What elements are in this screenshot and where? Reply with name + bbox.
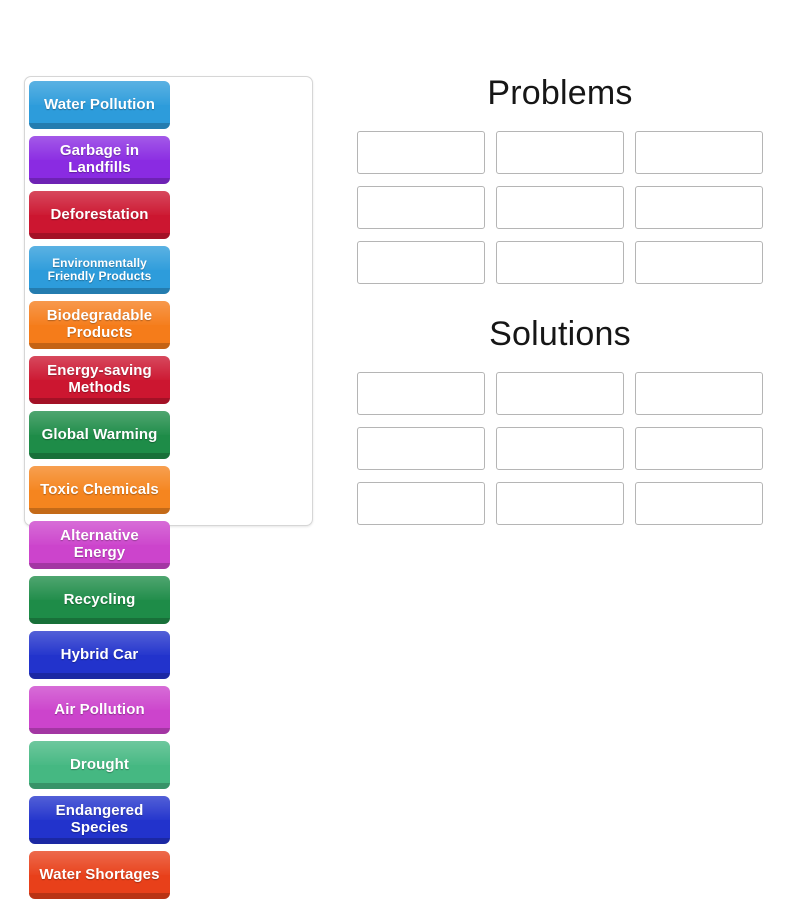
word-tile-label: Global Warming xyxy=(41,425,158,443)
dropzone[interactable] xyxy=(496,427,624,470)
word-tile[interactable]: Water Pollution xyxy=(29,81,170,129)
dropzone[interactable] xyxy=(357,372,485,415)
dropzone[interactable] xyxy=(635,241,763,284)
word-tile[interactable]: Biodegradable Products xyxy=(29,301,170,349)
dropzone[interactable] xyxy=(496,241,624,284)
word-tile[interactable]: Deforestation xyxy=(29,191,170,239)
word-tile-label: Drought xyxy=(69,755,129,773)
dropzone[interactable] xyxy=(496,372,624,415)
dropzone[interactable] xyxy=(357,241,485,284)
dropzone[interactable] xyxy=(635,372,763,415)
dropzone[interactable] xyxy=(496,186,624,229)
word-tile[interactable]: Toxic Chemicals xyxy=(29,466,170,514)
dropzone[interactable] xyxy=(635,131,763,174)
word-tile[interactable]: Global Warming xyxy=(29,411,170,459)
word-tile[interactable]: Environmentally Friendly Products xyxy=(29,246,170,294)
word-tile-label: Toxic Chemicals xyxy=(40,480,159,498)
word-tile[interactable]: Drought xyxy=(29,741,170,789)
word-tile-label: Water Shortages xyxy=(39,865,160,883)
dropzone[interactable] xyxy=(357,131,485,174)
word-tile-label: Endangered Species xyxy=(55,802,144,836)
dropzone[interactable] xyxy=(357,482,485,525)
word-tile[interactable]: Water Shortages xyxy=(29,851,170,899)
word-tile[interactable]: Endangered Species xyxy=(29,796,170,844)
word-tile-label: Air Pollution xyxy=(54,700,145,718)
word-tile[interactable]: Recycling xyxy=(29,576,170,624)
dropzone[interactable] xyxy=(635,427,763,470)
word-tile-label: Garbage in Landfills xyxy=(59,142,140,176)
word-tile[interactable]: Air Pollution xyxy=(29,686,170,734)
dropzone[interactable] xyxy=(496,131,624,174)
dropzone[interactable] xyxy=(635,186,763,229)
word-tile[interactable]: Energy-saving Methods xyxy=(29,356,170,404)
word-tile[interactable]: Alternative Energy xyxy=(29,521,170,569)
dropzone[interactable] xyxy=(496,482,624,525)
word-tile-label: Biodegradable Products xyxy=(46,307,153,341)
dropzone-grid-solutions xyxy=(357,372,763,537)
category-heading-problems: Problems xyxy=(487,74,633,112)
word-tile-label: Deforestation xyxy=(50,205,149,223)
dropzone[interactable] xyxy=(357,427,485,470)
word-tile[interactable]: Garbage in Landfills xyxy=(29,136,170,184)
dropzone-grid-problems xyxy=(357,131,763,296)
word-tile-label: Hybrid Car xyxy=(60,645,139,663)
word-tile-label: Environmentally Friendly Products xyxy=(47,255,152,283)
word-tile-label: Alternative Energy xyxy=(60,527,139,561)
word-tile-label: Energy-saving Methods xyxy=(47,362,152,396)
word-tile[interactable]: Hybrid Car xyxy=(29,631,170,679)
category-heading-solutions: Solutions xyxy=(489,315,631,353)
dropzone[interactable] xyxy=(357,186,485,229)
word-tile-label: Water Pollution xyxy=(44,95,155,113)
dropzone[interactable] xyxy=(635,482,763,525)
